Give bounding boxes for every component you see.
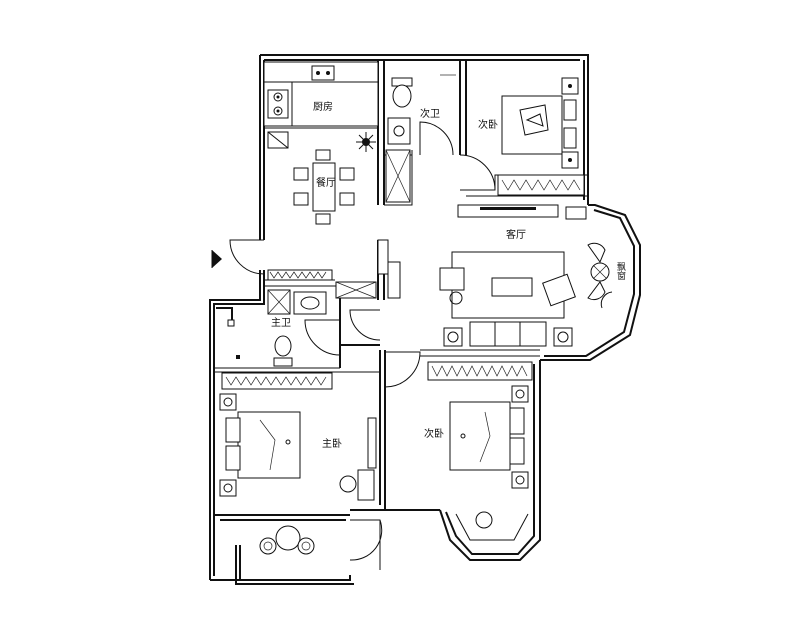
master-bedroom: 主卧 [219, 372, 377, 501]
plant-icon [356, 132, 376, 152]
doors [229, 121, 496, 570]
bed-icon [501, 95, 577, 155]
armchair-icon [439, 267, 465, 291]
room-label-master-bedroom: 主卧 [322, 437, 342, 450]
wardrobe-icon [427, 361, 533, 381]
toilet-icon [391, 77, 413, 108]
nightstand-icon [219, 479, 237, 497]
bed-icon [225, 411, 301, 479]
room-label-master-bath: 主卫 [271, 317, 291, 329]
wardrobe-icon [221, 372, 333, 390]
washbasin-icon [387, 117, 411, 145]
coffee-table-icon [491, 277, 533, 297]
second-bedroom-bottom: 次卧 [424, 361, 533, 541]
second-bedroom-top: 次卧 [478, 77, 585, 196]
room-label-second-bedroom-bottom: 次卧 [424, 427, 444, 440]
nightstand-icon [511, 385, 529, 403]
stove-icon [267, 89, 289, 119]
entry-arrow-icon [212, 250, 222, 268]
toilet-icon [273, 335, 293, 367]
sofa-icon [469, 321, 547, 347]
nightstand-icon [219, 393, 237, 411]
round-table-icon [259, 525, 315, 555]
living-room: 客厅 [439, 204, 587, 347]
outer-walls [209, 54, 641, 585]
room-label-bay: 飘窗 [615, 262, 626, 281]
wardrobe-icon [497, 174, 585, 196]
room-label-living: 客厅 [506, 228, 526, 241]
sink-icon [311, 65, 335, 81]
armchair-icon [542, 273, 576, 307]
master-bath: 主卫 [267, 269, 333, 367]
room-label-second-bedroom-top: 次卧 [478, 118, 498, 131]
bed-icon [449, 401, 525, 471]
dining-table-icon: 餐厅 [293, 149, 355, 225]
washbasin-icon [293, 291, 327, 315]
chair-icon [475, 511, 493, 529]
room-label-guest-bath: 次卫 [420, 107, 440, 120]
bay-window: 飘窗 [587, 242, 626, 309]
tv-cabinet-icon [457, 204, 559, 218]
kitchen: 厨房 [263, 61, 379, 152]
guest-bath: 次卫 [387, 74, 456, 145]
room-label-kitchen: 厨房 [313, 100, 333, 113]
balcony [259, 525, 315, 555]
chair-icon [339, 475, 357, 493]
nightstand-icon [511, 471, 529, 489]
room-label-dining: 餐厅 [316, 176, 336, 189]
